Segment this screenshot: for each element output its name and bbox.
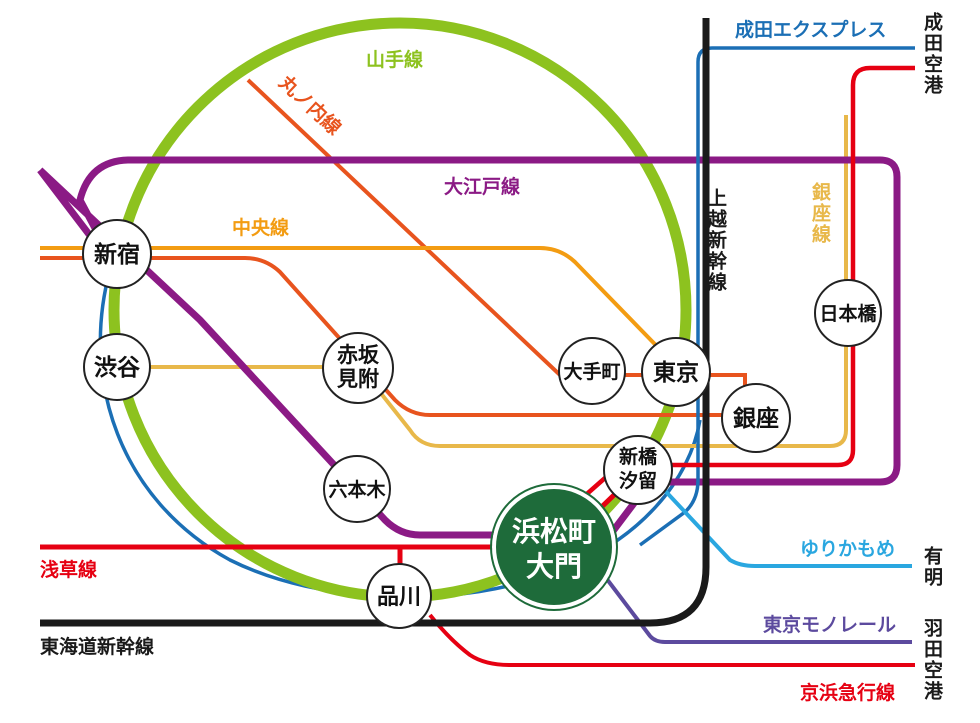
station-nihonbashi-label: 日本橋 (819, 302, 877, 325)
narita-express-label: 成田エクスプレス (735, 18, 886, 41)
station-akasaka-mitsuke-label-1: 赤坂 (337, 343, 380, 367)
oedo-label: 大江戸線 (444, 175, 520, 198)
monorail-label: 東京モノレール (763, 613, 896, 636)
ariake-label: 有明 (921, 545, 943, 588)
keikyu-line[interactable] (428, 613, 915, 667)
station-otemachi[interactable]: 大手町 (558, 337, 626, 405)
station-akasaka-mitsuke-label-2: 見附 (337, 367, 379, 391)
haneda-airport-label: 羽田空港 (921, 618, 943, 702)
chuo-line[interactable] (40, 246, 682, 372)
station-hamamatsucho-daimon-label-1: 浜松町 (512, 515, 596, 548)
marunouchi-label: 丸ノ内線 (274, 70, 346, 139)
yurikamome-line[interactable] (653, 478, 912, 568)
station-shibuya-label: 渋谷 (94, 355, 141, 381)
station-ginza-label: 銀座 (733, 405, 779, 432)
oedo-line[interactable] (37, 156, 901, 539)
station-shimbashi-shiodome-label-2: 汐留 (619, 469, 657, 492)
station-shinagawa-label: 品川 (377, 585, 421, 610)
station-tokyo[interactable]: 東京 (641, 337, 711, 407)
marunouchi-line-west[interactable] (40, 256, 740, 417)
station-shimbashi-shiodome[interactable]: 新橋 汐留 (603, 435, 673, 505)
narita-airport-label: 成田空港 (921, 11, 943, 96)
tokyo-monorail-line[interactable] (598, 568, 912, 644)
shinkansen-line[interactable] (40, 18, 710, 627)
station-akasaka-mitsuke[interactable]: 赤坂 見附 (322, 332, 394, 404)
station-shimbashi-shiodome-label-1: 新橋 (619, 445, 658, 468)
ginza-line[interactable] (135, 115, 848, 448)
joetsu-shinkansen-label: 上越新幹線 (705, 188, 728, 293)
station-otemachi-label: 大手町 (563, 360, 620, 383)
station-roppongi-label: 六本木 (328, 478, 386, 501)
station-ginza[interactable]: 銀座 (721, 383, 791, 453)
tokaido-shinkansen-label: 東海道新幹線 (40, 635, 154, 658)
station-tokyo-label: 東京 (653, 359, 699, 386)
station-shinagawa[interactable]: 品川 (366, 563, 432, 629)
yamanote-label: 山手線 (366, 48, 423, 71)
station-shinjuku[interactable]: 新宿 (82, 219, 152, 289)
station-hamamatsucho-daimon-label-2: 大門 (526, 550, 582, 583)
station-hamamatsucho-daimon[interactable]: 浜松町 大門 (490, 483, 618, 611)
station-nihonbashi[interactable]: 日本橋 (814, 279, 882, 347)
keikyu-label: 京浜急行線 (800, 681, 895, 704)
station-shinjuku-label: 新宿 (94, 241, 140, 268)
station-shibuya[interactable]: 渋谷 (83, 333, 151, 401)
chuo-label: 中央線 (232, 216, 289, 239)
yurikamome-label: ゆりかもめ (800, 538, 895, 560)
ginza-line-label: 銀座線 (809, 181, 831, 245)
asakusa-label: 浅草線 (40, 558, 97, 581)
station-roppongi[interactable]: 六本木 (323, 455, 391, 523)
